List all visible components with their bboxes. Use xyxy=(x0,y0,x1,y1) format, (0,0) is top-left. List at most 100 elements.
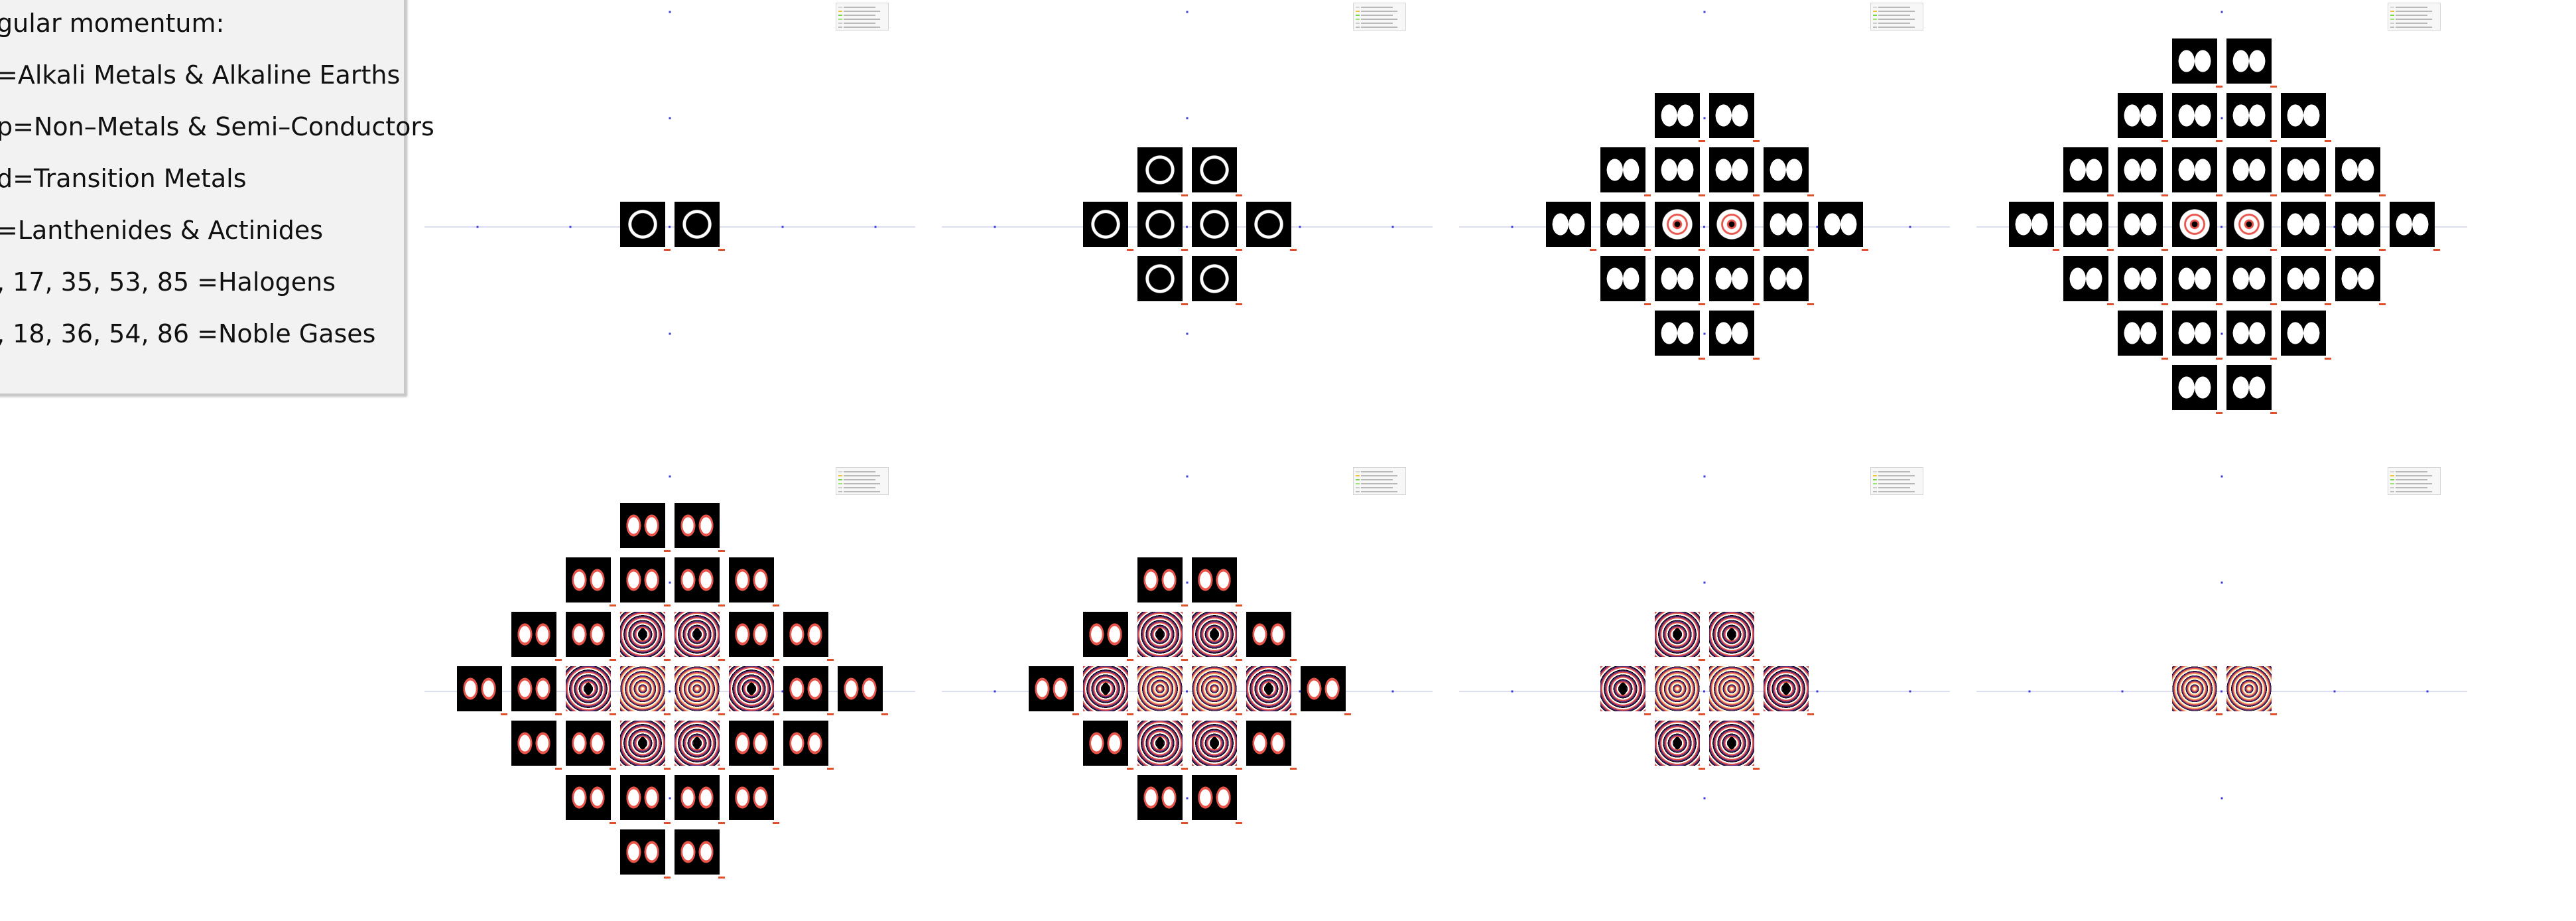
orbital-density-plot xyxy=(1137,721,1183,766)
axis-tick xyxy=(669,797,671,800)
orbital-density-plot xyxy=(1192,557,1237,602)
orbital-corner-marker xyxy=(2270,412,2277,414)
mini-legend-swatch xyxy=(1356,23,1360,24)
mini-legend-row xyxy=(1361,483,1397,484)
legend-entry-d: d=Transition Metals xyxy=(0,164,247,193)
orbital-corner-marker xyxy=(2325,303,2331,305)
orbital-corner-marker xyxy=(1236,713,1242,715)
orbital-corner-marker xyxy=(881,713,888,715)
orbital-corner-marker xyxy=(1753,358,1760,360)
orbital-density-plot xyxy=(620,503,665,548)
orbital-corner-marker xyxy=(664,659,671,661)
mini-legend-row xyxy=(2396,479,2427,480)
orbital-density-plot xyxy=(2390,202,2435,247)
mini-legend-swatch xyxy=(1356,483,1360,484)
mini-legend-swatch xyxy=(1356,487,1360,488)
orbital-density-plot xyxy=(838,666,883,711)
panel-axes xyxy=(424,11,915,335)
mini-legend-swatch xyxy=(1356,491,1360,492)
orbital-density-plot xyxy=(1818,202,1863,247)
orbital-density-plot xyxy=(1764,256,1809,301)
orbital-corner-marker xyxy=(1290,713,1297,715)
mini-legend-swatch xyxy=(1873,27,1877,28)
orbital-density-plot xyxy=(2063,147,2108,192)
orbital-corner-marker xyxy=(610,659,616,661)
axis-tick xyxy=(1391,690,1394,693)
mini-legend-row xyxy=(844,23,875,24)
mini-legend-swatch xyxy=(838,479,842,480)
panel-axes xyxy=(1459,475,1950,800)
orbital-corner-marker xyxy=(718,877,725,879)
panel-mini-legend xyxy=(1870,3,1923,31)
orbital-density-plot xyxy=(2063,202,2108,247)
mini-legend-swatch xyxy=(838,23,842,24)
orbital-density-plot xyxy=(675,775,720,820)
orbital-density-plot xyxy=(729,775,774,820)
mini-legend-swatch xyxy=(2390,11,2394,12)
orbital-density-plot xyxy=(1655,721,1700,766)
orbital-corner-marker xyxy=(2216,303,2222,305)
orbital-density-plot xyxy=(2226,147,2272,192)
mini-legend-swatch xyxy=(838,491,842,492)
orbital-density-plot xyxy=(1709,721,1754,766)
mini-legend-swatch xyxy=(1873,11,1877,12)
mini-legend-swatch xyxy=(2390,27,2394,28)
orbital-corner-marker xyxy=(1344,713,1351,715)
axis-tick xyxy=(1909,226,1911,228)
mini-legend-row xyxy=(2396,491,2432,492)
orbital-density-plot xyxy=(1709,612,1754,657)
axis-tick xyxy=(2221,690,2222,693)
axis-tick xyxy=(781,690,784,693)
orbital-density-plot xyxy=(1192,612,1237,657)
orbital-corner-marker xyxy=(1236,303,1242,305)
mini-legend-swatch xyxy=(1873,483,1877,484)
mini-legend-swatch xyxy=(2390,483,2394,484)
panel-mini-legend xyxy=(1353,3,1406,31)
angular-momentum-legend: gular momentum: =Alkali Metals & Alkalin… xyxy=(0,0,434,395)
mini-legend-swatch xyxy=(1873,471,1877,472)
orbital-corner-marker xyxy=(2325,194,2331,196)
orbital-corner-marker xyxy=(2107,194,2114,196)
orbital-corner-marker xyxy=(664,713,671,715)
orbital-corner-marker xyxy=(1644,303,1651,305)
axis-tick xyxy=(1299,226,1301,228)
orbital-density-plot xyxy=(2226,202,2272,247)
axis-tick xyxy=(1186,332,1189,335)
mini-legend-swatch xyxy=(838,19,842,20)
orbital-corner-marker xyxy=(2325,140,2331,142)
mini-legend-swatch xyxy=(1356,7,1360,8)
orbital-density-plot xyxy=(620,202,665,247)
mini-legend-swatch xyxy=(1356,11,1360,12)
mini-legend-row xyxy=(1878,7,1910,8)
orbital-corner-marker xyxy=(2161,358,2168,360)
orbital-density-plot xyxy=(1709,666,1754,711)
mini-legend-row xyxy=(844,7,875,8)
mini-legend-swatch xyxy=(1356,27,1360,28)
orbital-density-plot xyxy=(1137,147,1183,192)
mini-legend-swatch xyxy=(2390,487,2394,488)
axis-tick xyxy=(781,226,784,228)
orbital-corner-marker xyxy=(1236,768,1242,770)
orbital-panel xyxy=(411,457,929,921)
orbital-density-plot xyxy=(1246,202,1291,247)
orbital-density-plot xyxy=(1192,666,1237,711)
axis-tick xyxy=(1703,581,1706,584)
mini-legend-swatch xyxy=(1873,479,1877,480)
axis-tick xyxy=(1816,226,1819,228)
orbital-density-plot xyxy=(675,666,720,711)
orbital-corner-marker xyxy=(1807,194,1814,196)
orbital-corner-marker xyxy=(2270,140,2277,142)
axis-tick xyxy=(1511,226,1513,228)
mini-legend-swatch xyxy=(838,471,842,472)
orbital-corner-marker xyxy=(1181,194,1188,196)
orbital-corner-marker xyxy=(718,713,725,715)
orbital-corner-marker xyxy=(2270,86,2277,88)
orbital-density-plot xyxy=(1655,93,1700,138)
axis-tick xyxy=(1703,690,1705,693)
orbital-density-plot xyxy=(2172,38,2217,84)
orbital-corner-marker xyxy=(718,768,725,770)
orbital-density-plot xyxy=(2118,147,2163,192)
mini-legend-swatch xyxy=(1356,479,1360,480)
orbital-corner-marker xyxy=(1181,659,1188,661)
mini-legend-swatch xyxy=(838,11,842,12)
